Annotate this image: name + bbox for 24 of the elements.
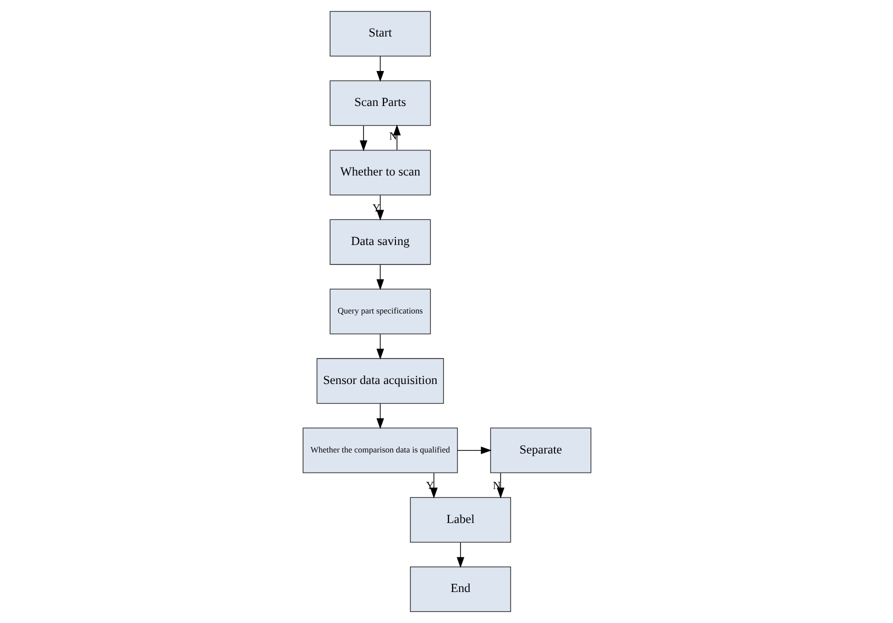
arrow: [392, 124, 400, 150]
arrow: [376, 334, 384, 360]
arrow: [359, 126, 367, 152]
arrow: [376, 56, 384, 82]
arrow: [376, 403, 384, 429]
arrow: [376, 194, 384, 221]
node-box: End: [409, 566, 511, 612]
node-box: Label: [409, 497, 511, 543]
node-box: Whether the comparison data is qualified: [302, 428, 458, 474]
node-box: Sensor data acquisition: [316, 358, 444, 404]
arrow: [456, 542, 464, 568]
edge-label: Y: [426, 480, 434, 492]
node-box: Data saving: [329, 219, 430, 265]
arrow: [456, 446, 492, 454]
arrow: [430, 472, 438, 498]
arrow: [496, 472, 504, 498]
edge-label: Y: [372, 202, 380, 214]
node-box: Scan Parts: [329, 80, 430, 126]
node-box: Start: [329, 10, 430, 56]
node-box: Separate: [490, 428, 591, 474]
edge-label: N: [492, 480, 500, 492]
node-box: Query part specifications: [329, 288, 430, 334]
node-box: Whether to scan: [329, 150, 430, 196]
arrow: [376, 264, 384, 290]
